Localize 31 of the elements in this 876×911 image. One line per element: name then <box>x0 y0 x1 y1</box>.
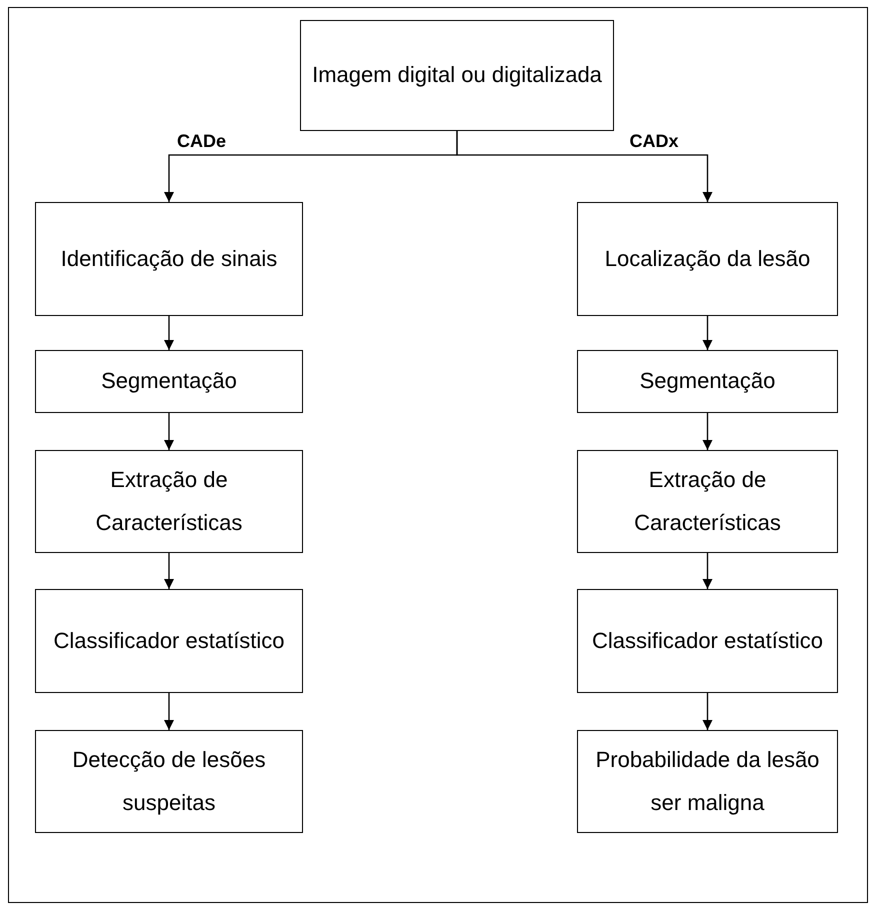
box-text: Extração de Características <box>633 466 782 536</box>
arrow <box>164 316 174 350</box>
box-text: Detecção de lesões suspeitas <box>71 746 267 817</box>
process-box <box>577 589 838 693</box>
box-text: Probabilidade da lesão ser maligna <box>594 746 820 817</box>
arrow <box>702 413 712 450</box>
box-text: Classificador estatístico <box>53 626 285 655</box>
process-box <box>577 350 838 413</box>
arrow <box>702 316 712 350</box>
arrow <box>164 413 174 450</box>
arrow <box>164 553 174 589</box>
arrow <box>702 553 712 589</box>
arrow <box>164 693 174 730</box>
box-text: Classificador estatístico <box>592 626 824 655</box>
process-box <box>577 450 838 553</box>
process-box <box>577 202 838 316</box>
box-text: Imagem digital ou digitalizada <box>312 61 602 90</box>
process-box <box>35 350 303 413</box>
process-box <box>35 202 303 316</box>
box-text: Segmentação <box>640 367 776 396</box>
box-text: Localização da lesão <box>604 244 810 273</box>
arrow <box>702 693 712 730</box>
box-text: Extração de Características <box>94 466 244 536</box>
process-box <box>35 730 303 833</box>
process-box <box>577 730 838 833</box>
box-text: Segmentação <box>101 367 237 396</box>
box-text: Identificação de sinais <box>60 244 278 273</box>
process-box <box>300 20 614 131</box>
arrow <box>456 131 712 202</box>
process-box <box>35 450 303 553</box>
process-box <box>35 589 303 693</box>
